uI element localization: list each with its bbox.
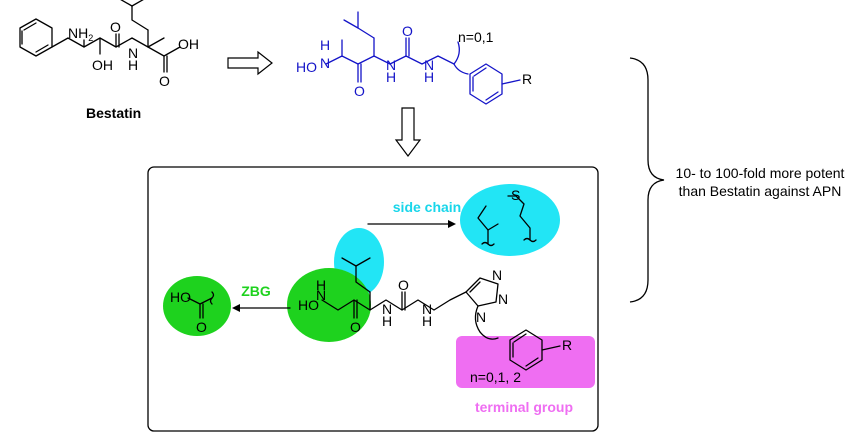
terminal-n-range-label: n=0,1, 2 (470, 369, 521, 385)
bestatin-amide-n: N (128, 45, 138, 61)
triazole-ring (465, 277, 499, 307)
lead-r-group: R (522, 71, 532, 87)
design-scaffold: HO N H O N H O N H N N N R (298, 257, 572, 371)
side-chain-label: side chain (393, 199, 461, 215)
lead-n-hydroxyl: N (320, 55, 330, 71)
bestatin-acid-o: O (159, 73, 170, 89)
lead-urea-n1: N (386, 57, 396, 73)
scaffold-amide-o: O (350, 319, 361, 335)
side-chain-sulfur: S (511, 187, 520, 203)
bestatin-structure: NH2 OH O N H OH O (19, 0, 199, 89)
lead-structure: HO N H O N H O N H R (296, 11, 532, 105)
result-line-1: 10- to 100-fold more potent (676, 165, 845, 181)
bestatin-amide-h: H (128, 57, 138, 73)
bestatin-carbonyl-o: O (110, 19, 121, 35)
zbg-acid-ho: HO (170, 289, 191, 305)
triazole-n1: N (492, 267, 502, 283)
scaffold-urea-n2: N (422, 301, 432, 317)
triazole-n2: N (498, 291, 508, 307)
lead-urea-h1: H (386, 69, 396, 85)
bestatin-name: Bestatin (86, 105, 141, 121)
bestatin-nh2-label: NH2 (68, 25, 93, 43)
terminal-r-group: R (562, 337, 572, 353)
triazole-n3: N (476, 309, 486, 325)
zbg-acid-structure: HO O (170, 289, 215, 335)
open-arrow-right (227, 50, 273, 76)
terminal-aryl-ring (509, 329, 543, 371)
lead-ho-label: HO (296, 59, 317, 75)
scaffold-urea-n1: N (382, 301, 392, 317)
bestatin-benzene-ring (19, 18, 53, 57)
lead-urea-o: O (402, 23, 413, 39)
scaffold-nh-h: H (316, 277, 326, 293)
terminal-group-label: terminal group (475, 399, 573, 415)
scaffold-urea-o: O (398, 277, 409, 293)
scaffold-urea-h2: H (422, 313, 432, 329)
design-box (147, 166, 599, 432)
scaffold-ho: HO (298, 297, 319, 313)
zbg-acid-highlight (163, 276, 231, 336)
bestatin-oh-label: OH (92, 57, 113, 73)
open-arrow-down (394, 107, 422, 157)
lead-nh-h: H (320, 37, 330, 53)
scaffold-urea-h1: H (382, 313, 392, 329)
lead-urea-n2: N (424, 57, 434, 73)
lead-urea-h2: H (424, 69, 434, 85)
terminal-group-highlight (456, 336, 595, 388)
side-chain-options-highlight (460, 184, 560, 256)
right-brace (629, 57, 665, 303)
result-line-2: than Bestatin against APN (679, 183, 842, 199)
side-chain-options: S (477, 187, 537, 247)
lead-aryl-ring (469, 63, 503, 105)
bestatin-acid-oh: OH (178, 36, 199, 52)
scaffold-n-hydroxyl: N (316, 287, 326, 303)
lead-amide-o: O (354, 83, 365, 99)
lead-n-range-label: n=0,1 (458, 29, 494, 45)
zbg-label: ZBG (241, 283, 271, 299)
zbg-acid-o: O (196, 319, 207, 335)
